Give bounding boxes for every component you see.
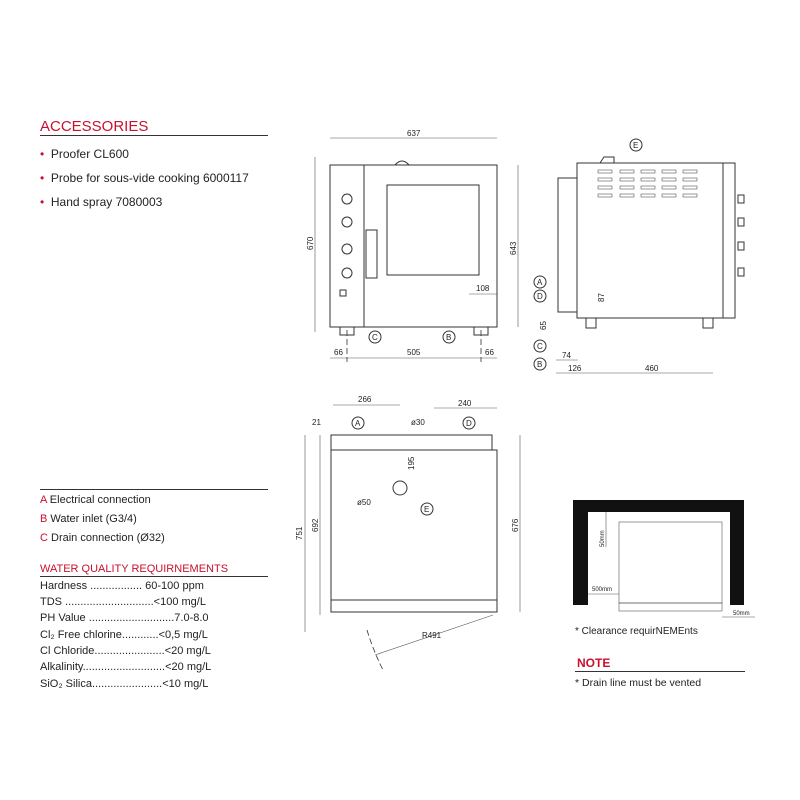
svg-text:A: A [537,278,543,287]
svg-text:C: C [372,333,378,342]
svg-text:670: 670 [306,236,315,250]
svg-text:637: 637 [407,129,421,138]
svg-text:460: 460 [645,364,659,373]
note-text: * Drain line must be vented [575,677,702,689]
accessory-item: • Probe for sous-vide cooking 6000117 [40,171,249,185]
svg-text:ø50: ø50 [357,498,371,507]
water-row: Cl₂ Free chlorine............<0,5 mg/L [40,629,208,641]
svg-text:195: 195 [407,456,416,470]
svg-text:B: B [446,333,451,342]
svg-text:A: A [355,419,361,428]
divider [575,671,745,672]
svg-text:50mm: 50mm [733,611,750,617]
accessory-label: Probe for sous-vide cooking 6000117 [50,171,249,185]
side-view: E A D C B 126 460 74 87 65 [533,138,745,374]
water-row: SiO₂ Silica.......................<10 mg… [40,678,209,690]
accessory-label: Proofer CL600 [50,147,129,161]
svg-text:676: 676 [511,518,520,532]
top-view: 266 240 21 A ø30 D 195 ø50 E 751 692 676… [295,395,521,671]
water-row: TDS .............................<100 mg… [40,596,206,608]
legend-b: B Water inlet (G3/4) [40,513,137,525]
divider [40,489,268,490]
svg-text:126: 126 [568,364,582,373]
accessory-item: • Proofer CL600 [40,147,129,161]
svg-text:500mm: 500mm [592,587,612,593]
svg-text:266: 266 [358,395,372,404]
note-title: NOTE [577,656,611,670]
water-row: Alkalinity...........................<20… [40,661,212,673]
svg-text:50mm: 50mm [600,530,606,547]
svg-text:240: 240 [458,399,472,408]
water-row: PH Value ............................7.0… [40,612,209,624]
legend-a: A Electrical connection [40,494,151,506]
svg-text:B: B [537,360,542,369]
svg-text:692: 692 [311,518,320,532]
svg-text:108: 108 [476,284,490,293]
divider [40,576,268,577]
svg-text:D: D [537,292,543,301]
svg-text:505: 505 [407,348,421,357]
accessory-item: • Hand spray 7080003 [40,195,163,209]
svg-text:ø30: ø30 [411,418,425,427]
svg-text:66: 66 [334,348,343,357]
front-view: 637 670 643 66 505 66 108 C B [306,129,519,362]
accessories-title: ACCESSORIES [40,118,149,135]
svg-text:65: 65 [539,321,548,330]
svg-text:D: D [466,419,472,428]
svg-text:E: E [424,505,429,514]
clearance-diagram: 50mm 500mm 50mm [573,500,755,618]
svg-text:21: 21 [312,418,321,427]
svg-text:87: 87 [597,293,606,302]
svg-text:R491: R491 [422,631,442,640]
legend-c: C Drain connection (Ø32) [40,532,165,544]
svg-text:C: C [537,342,543,351]
accessory-label: Hand spray 7080003 [50,195,163,209]
svg-text:66: 66 [485,348,494,357]
clearance-caption: * Clearance requirNEMEnts [575,626,698,637]
svg-text:74: 74 [562,351,571,360]
water-row: Hardness ................. 60-100 ppm [40,580,204,592]
svg-text:751: 751 [295,526,304,540]
water-quality-title: WATER QUALITY REQUIRNEMENTS [40,563,229,575]
water-row: Cl Chloride.......................<20 mg… [40,645,211,657]
divider [40,135,268,136]
svg-text:643: 643 [509,241,518,255]
svg-text:E: E [633,141,638,150]
